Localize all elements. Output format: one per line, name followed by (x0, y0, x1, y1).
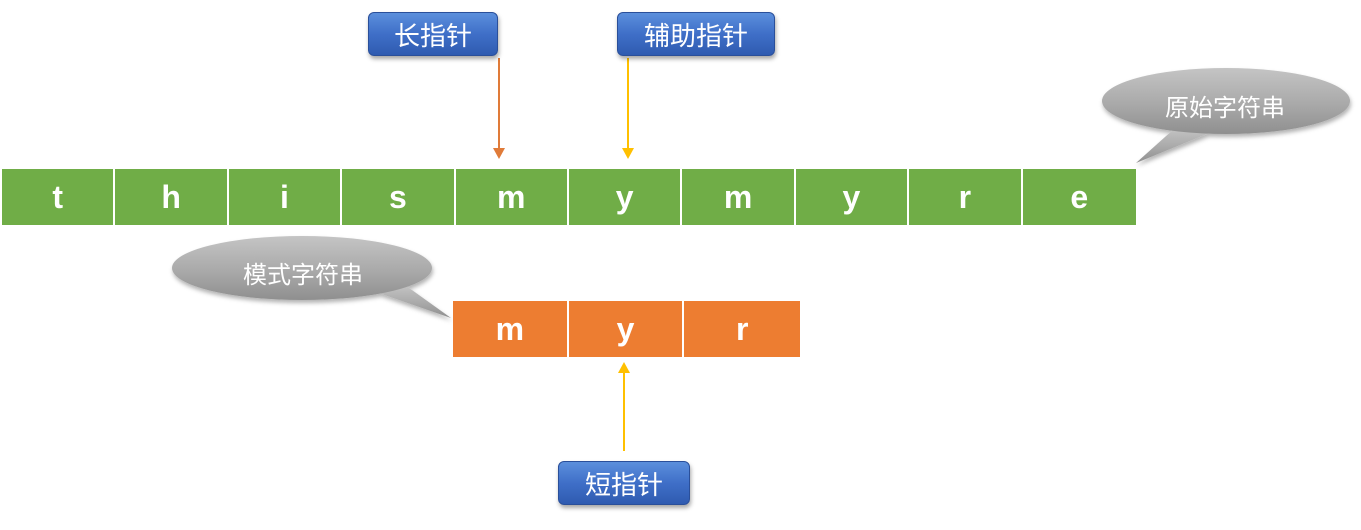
aux-pointer-arrow (622, 58, 634, 159)
short-pointer-tag: 短指针 (558, 461, 690, 505)
original-string-callout (1102, 68, 1350, 163)
pattern-callout-bubble (172, 236, 432, 300)
pattern-string-label: 模式字符串 (243, 261, 363, 289)
original-char-cell: y (795, 169, 910, 225)
original-char-cell: m (682, 169, 796, 225)
original-char-cell: h (115, 169, 229, 225)
aux-pointer-tag: 辅助指针 (617, 12, 775, 56)
pattern-callout-tail (370, 285, 451, 318)
original-char-cell: s (342, 169, 456, 225)
original-char-cell: y (568, 169, 683, 225)
short-pointer-arrow (618, 362, 630, 451)
long-pointer-tag: 长指针 (368, 12, 498, 56)
original-char-cell: r (909, 169, 1023, 225)
original-char-cell: t (2, 169, 116, 225)
original-string-label: 原始字符串 (1165, 94, 1285, 122)
original-char-cell: m (455, 169, 569, 225)
pattern-char-cell: m (453, 301, 569, 357)
pattern-string-row: m y r (453, 301, 801, 357)
original-callout-tail (1136, 128, 1212, 163)
original-callout-bubble (1102, 68, 1350, 134)
pattern-char-cell: r (684, 301, 801, 357)
original-string-row: t h i s m y m y r e (2, 169, 1136, 225)
pattern-char-cell: y (568, 301, 685, 357)
original-char-cell: i (228, 169, 343, 225)
long-pointer-arrow (493, 58, 505, 159)
pattern-string-callout (172, 236, 451, 318)
original-char-cell: e (1022, 169, 1136, 225)
